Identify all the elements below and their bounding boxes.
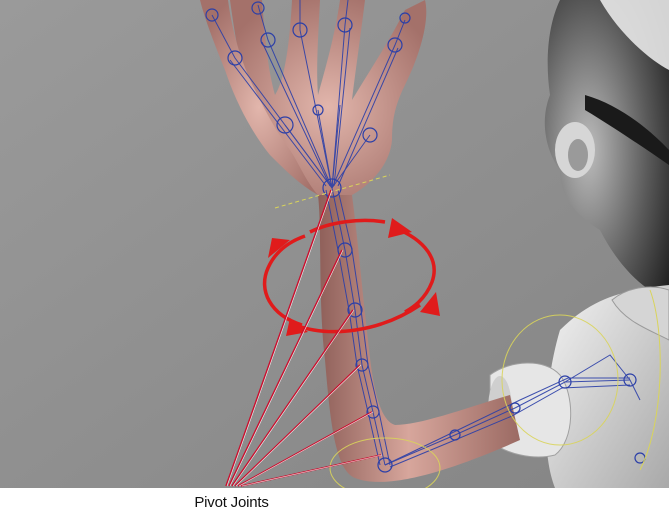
pivot-joints-caption: Pivot Joints bbox=[0, 494, 463, 511]
